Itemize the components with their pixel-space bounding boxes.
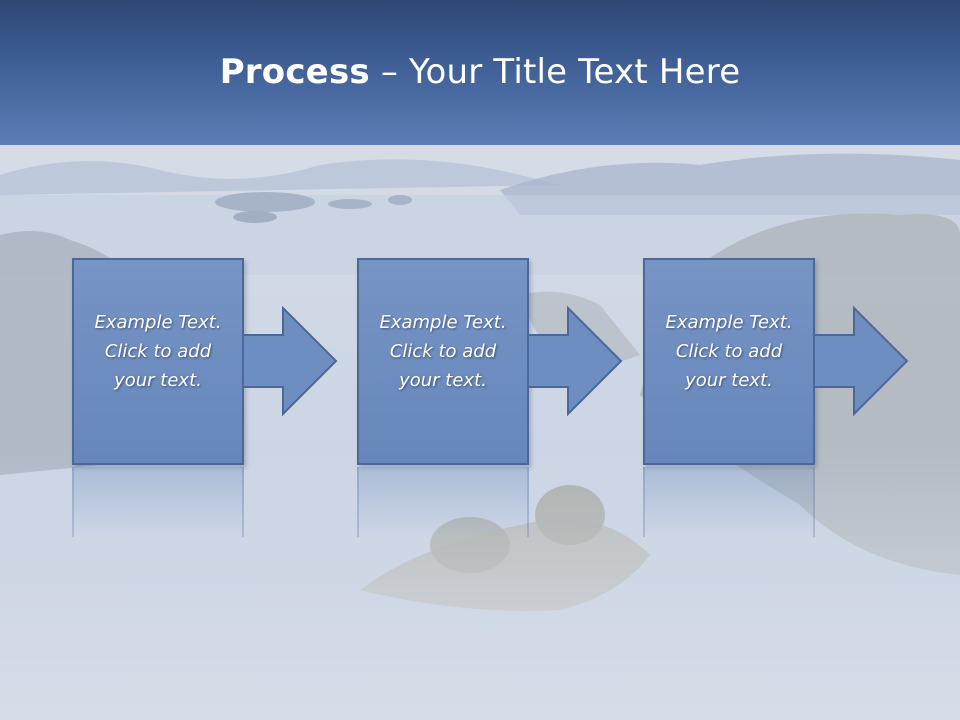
step-2-line-3: your text.	[399, 370, 487, 391]
process-step-2-text: Example Text. Click to add your text.	[363, 308, 523, 395]
process-step-3-box[interactable]: Example Text. Click to add your text.	[643, 258, 815, 465]
step-2-line-2: Click to add	[389, 341, 497, 362]
step-3-line-2: Click to add	[675, 341, 783, 362]
process-step-2-reflection	[357, 467, 529, 537]
process-step-3-text: Example Text. Click to add your text.	[649, 308, 809, 395]
process-step-1-reflection	[72, 467, 244, 537]
step-1-line-2: Click to add	[104, 341, 212, 362]
title-rest-text: – Your Title Text Here	[369, 52, 741, 92]
step-1-line-3: your text.	[114, 370, 202, 391]
process-step-1-box[interactable]: Example Text. Click to add your text.	[72, 258, 244, 465]
step-2-line-1: Example Text.	[379, 312, 507, 333]
right-arrow-icon[interactable]	[242, 305, 343, 417]
right-arrow-icon[interactable]	[813, 305, 914, 417]
process-step-3-reflection	[643, 467, 815, 537]
slide-title[interactable]: Process – Your Title Text Here	[0, 52, 960, 92]
step-3-line-3: your text.	[685, 370, 773, 391]
process-step-1-text: Example Text. Click to add your text.	[78, 308, 238, 395]
process-step-2-box[interactable]: Example Text. Click to add your text.	[357, 258, 529, 465]
step-1-line-1: Example Text.	[94, 312, 222, 333]
title-bar: Process – Your Title Text Here	[0, 0, 960, 145]
title-bold-text: Process	[219, 52, 370, 92]
right-arrow-icon[interactable]	[527, 305, 628, 417]
step-3-line-1: Example Text.	[665, 312, 793, 333]
